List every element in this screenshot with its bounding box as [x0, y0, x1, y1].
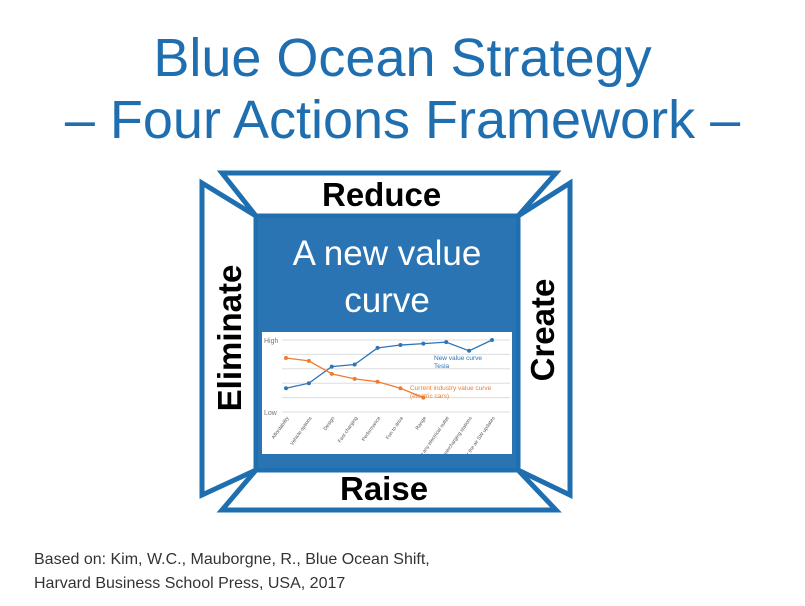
headline-line-1: A new value: [292, 234, 482, 273]
series-label: Tesla: [434, 363, 450, 370]
data-point: [284, 386, 288, 391]
data-point: [306, 358, 311, 363]
data-point: [421, 341, 426, 346]
data-point: [490, 338, 494, 342]
x-tick-label: Fun to drive: [385, 416, 405, 441]
citation-line-1: Based on: Kim, W.C., Mauborgne, R., Blue…: [34, 551, 430, 568]
eliminate-label: Eliminate: [211, 264, 248, 412]
title-line-1: Blue Ocean Strategy: [153, 28, 652, 88]
citation-line-2: Harvard Business School Press, USA, 2017: [34, 575, 346, 592]
data-point: [375, 379, 380, 384]
data-point: [329, 364, 334, 369]
raise-label: Raise: [340, 470, 429, 507]
x-tick-label: Performance: [361, 416, 382, 443]
reduce-label: Reduce: [322, 176, 442, 213]
data-point: [284, 356, 288, 360]
data-point: [306, 381, 311, 386]
series-label: Current industry value curve: [410, 385, 492, 392]
data-point: [352, 362, 357, 367]
x-tick-label: Affordability: [271, 415, 291, 440]
y-label-low: Low: [264, 410, 278, 417]
data-point: [421, 395, 426, 400]
series-label: (electric cars): [410, 393, 449, 400]
data-point: [467, 348, 472, 353]
headline-line-2: curve: [344, 281, 430, 320]
x-tick-label: Plug in to any electrical outlet: [409, 415, 452, 454]
data-point: [398, 343, 403, 348]
title-line-2: – Four Actions Framework –: [64, 90, 741, 150]
x-tick-label: Vehicle options: [289, 415, 313, 446]
series-line-0: [285, 339, 493, 389]
citation: Based on: Kim, W.C., Mauborgne, R., Blue…: [34, 548, 430, 596]
x-tick-label: Design: [323, 416, 337, 432]
create-label: Create: [524, 278, 561, 382]
data-point: [375, 345, 380, 350]
x-tick-label: Range: [415, 416, 428, 432]
y-label-high: High: [264, 338, 279, 345]
data-point: [352, 376, 357, 381]
data-point: [329, 371, 334, 376]
headline: A new value curve: [258, 230, 516, 324]
data-point: [444, 340, 449, 345]
x-tick-label: Fast charging: [337, 416, 359, 444]
data-point: [398, 386, 403, 391]
series-label: New value curve: [434, 355, 482, 362]
